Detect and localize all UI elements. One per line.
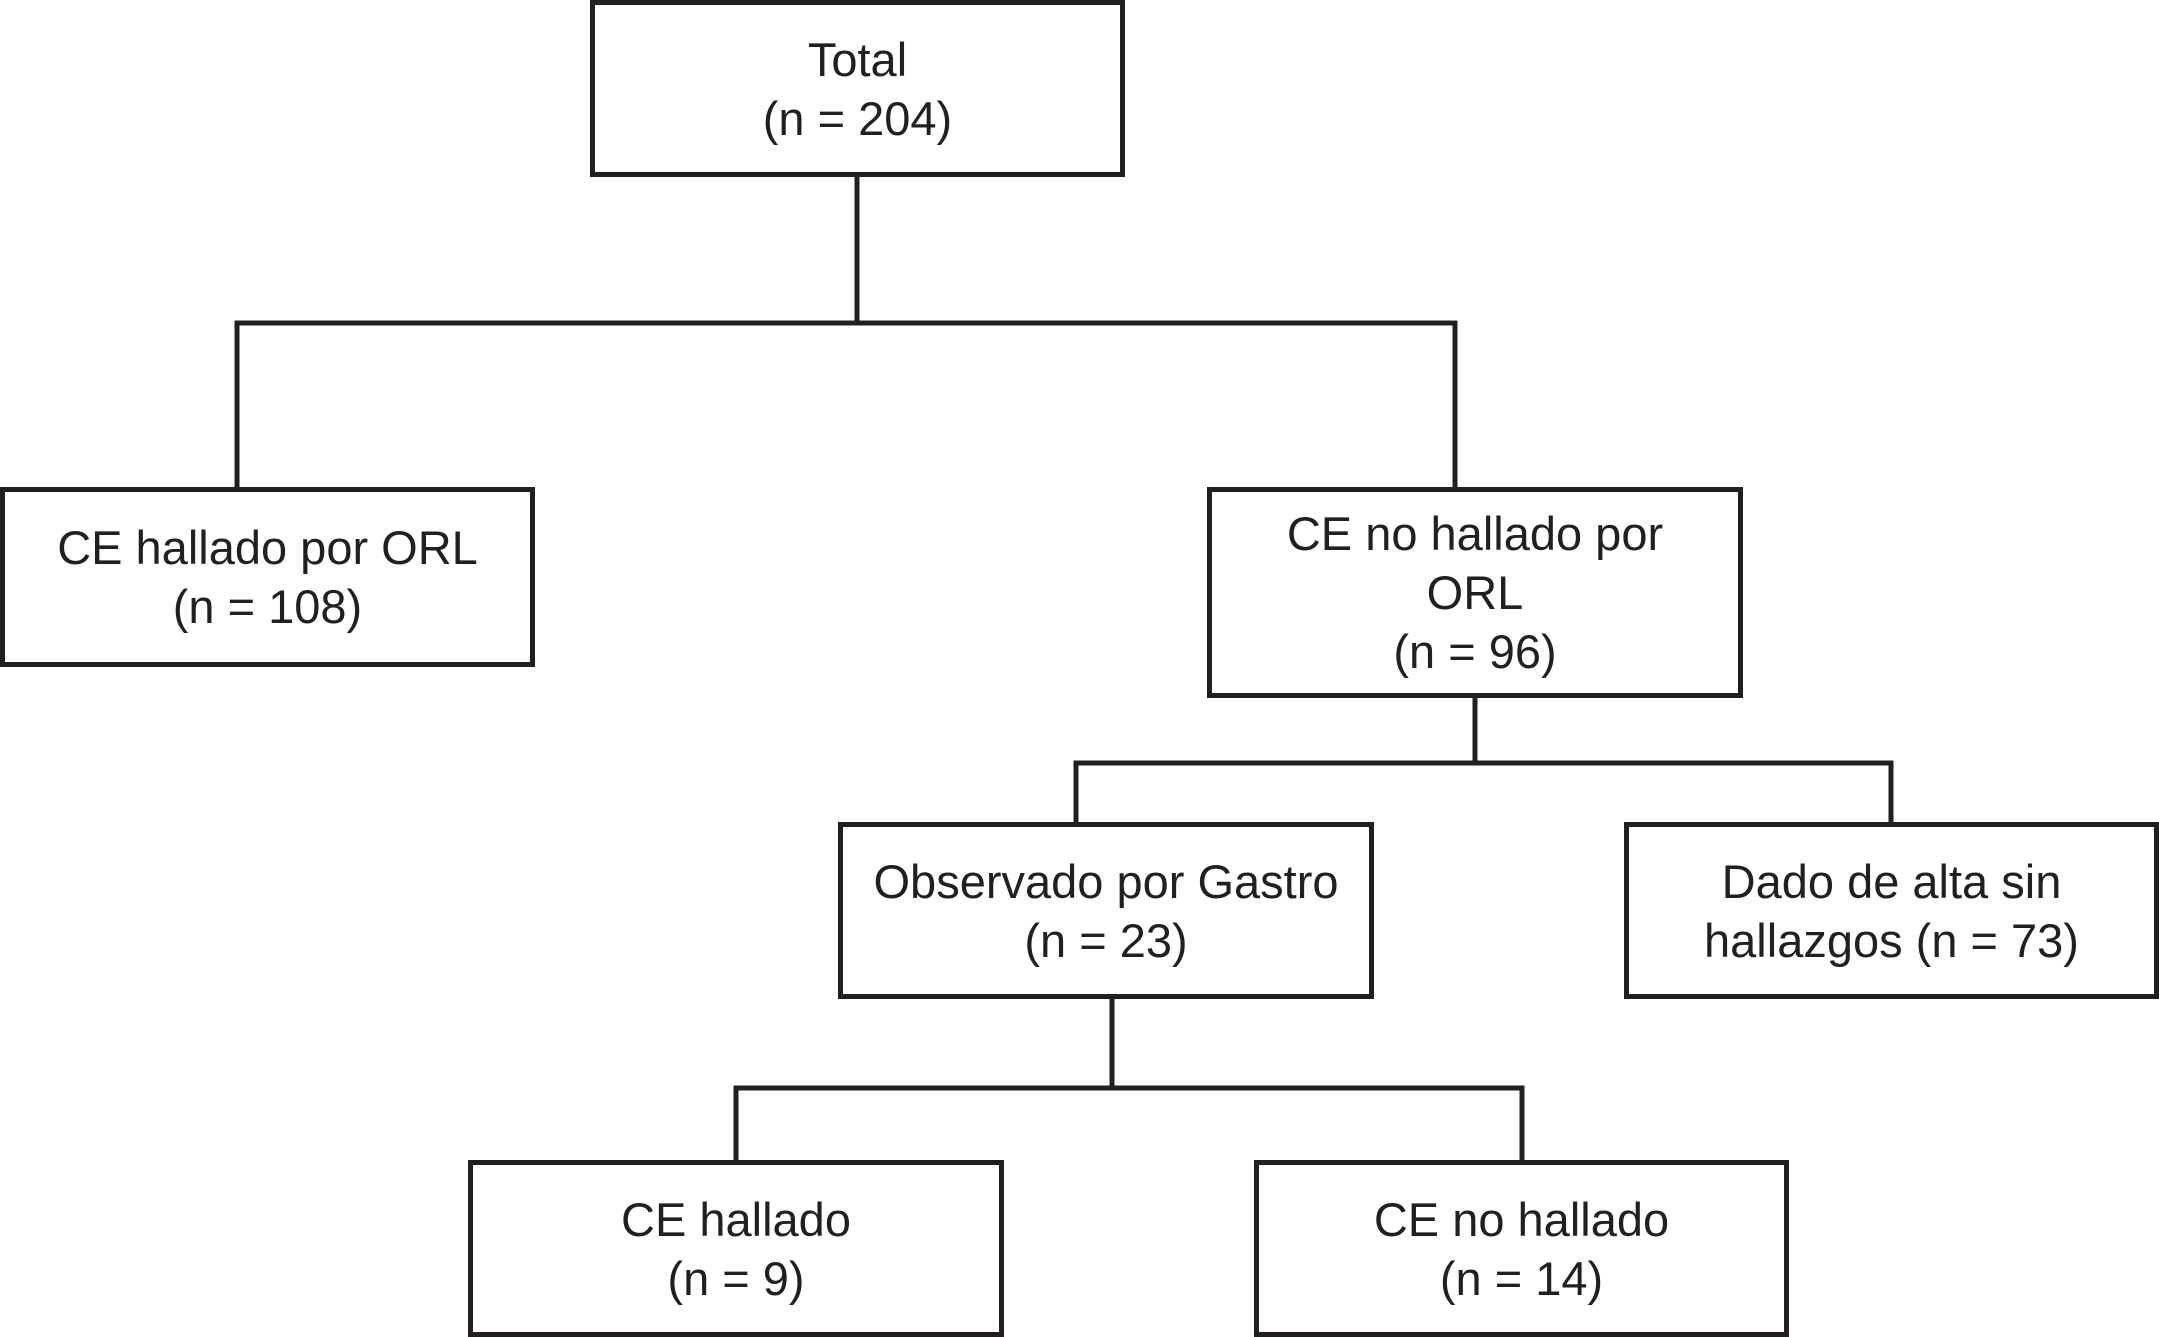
node-total-line-2: (n = 204) — [762, 91, 953, 145]
node-dado-de-alta-line-2: hallazgos (n = 73) — [1704, 913, 2079, 967]
node-dado-de-alta: Dado de alta sin hallazgos (n = 73) — [1624, 822, 2159, 999]
node-ce-hallado-line-1: CE hallado — [621, 1192, 851, 1246]
node-ce-no-hallado-por-orl: CE no hallado por ORL (n = 96) — [1207, 487, 1743, 698]
connector-no-orl-to-observado-gastro — [1073, 695, 1478, 825]
connector-gastro-to-ce-no-hallado — [1109, 1085, 1525, 1163]
node-total-line-1: Total — [807, 32, 908, 86]
node-ce-hallado: CE hallado (n = 9) — [468, 1160, 1004, 1337]
node-ce-no-hallado-por-orl-line-2: ORL — [1426, 566, 1524, 619]
node-ce-no-hallado-line-2: (n = 14) — [1439, 1251, 1604, 1305]
node-observado-por-gastro-line-1: Observado por Gastro — [873, 854, 1339, 908]
node-ce-hallado-line-2: (n = 9) — [667, 1251, 805, 1305]
node-ce-hallado-por-orl: CE hallado por ORL (n = 108) — [0, 487, 535, 667]
connector-total-to-ce-no-hallado-orl — [854, 320, 1458, 490]
node-ce-no-hallado-por-orl-line-1: CE no hallado por — [1286, 507, 1664, 560]
connector-total-to-ce-hallado-orl — [234, 174, 860, 490]
node-observado-por-gastro: Observado por Gastro (n = 23) — [838, 822, 1374, 999]
node-total: Total (n = 204) — [590, 0, 1125, 177]
connector-gastro-to-ce-hallado — [733, 996, 1115, 1163]
node-observado-por-gastro-line-2: (n = 23) — [1024, 913, 1188, 967]
node-ce-no-hallado: CE no hallado (n = 14) — [1254, 1160, 1789, 1337]
node-ce-no-hallado-por-orl-line-3: (n = 96) — [1393, 625, 1557, 678]
connector-no-orl-to-dado-de-alta — [1472, 760, 1894, 825]
node-ce-hallado-por-orl-line-1: CE hallado por ORL — [57, 521, 478, 574]
node-ce-hallado-por-orl-line-2: (n = 108) — [172, 580, 363, 633]
node-ce-no-hallado-line-1: CE no hallado — [1373, 1192, 1670, 1246]
node-dado-de-alta-line-1: Dado de alta sin — [1721, 854, 2062, 908]
